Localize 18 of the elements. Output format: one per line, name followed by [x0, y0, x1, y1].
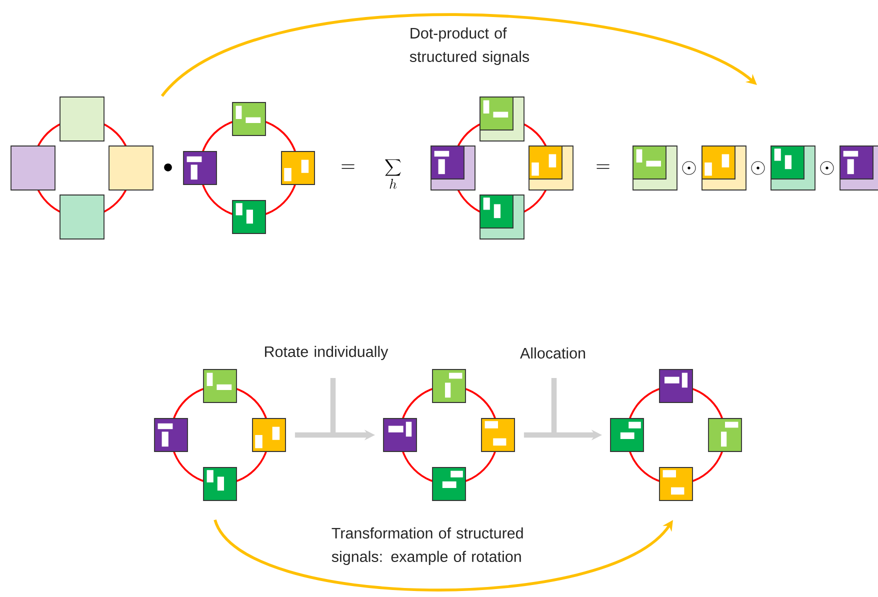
- edge-label: Transformation of structured signals: example of rotation: [332, 527, 523, 566]
- operator-dot: $\bullet$: [164, 164, 172, 172]
- equals-sign: $=$: [596, 164, 610, 169]
- signal-ring-drawing: [10, 96, 154, 240]
- edge-label: Rotate individually: [265, 346, 388, 360]
- product-symbol: $\odot$: [820, 161, 834, 175]
- signal-ring-drawing: [383, 369, 515, 501]
- signal-ring-drawing: [610, 369, 742, 501]
- edge-label: Allocation: [520, 347, 586, 359]
- sum-symbol: $\sum_{h}$: [385, 159, 401, 189]
- arrow: [214, 519, 673, 592]
- product-symbol: $\odot$: [682, 161, 696, 175]
- signal-ring-drawing: [430, 96, 574, 240]
- product-symbol: $\odot$: [751, 161, 765, 175]
- signal-ring-drawing: [154, 369, 286, 501]
- signal-ring-drawing: [183, 102, 315, 234]
- equals-sign: $=$: [342, 164, 354, 169]
- edge-label: Dot-product of structured signals: [410, 27, 530, 66]
